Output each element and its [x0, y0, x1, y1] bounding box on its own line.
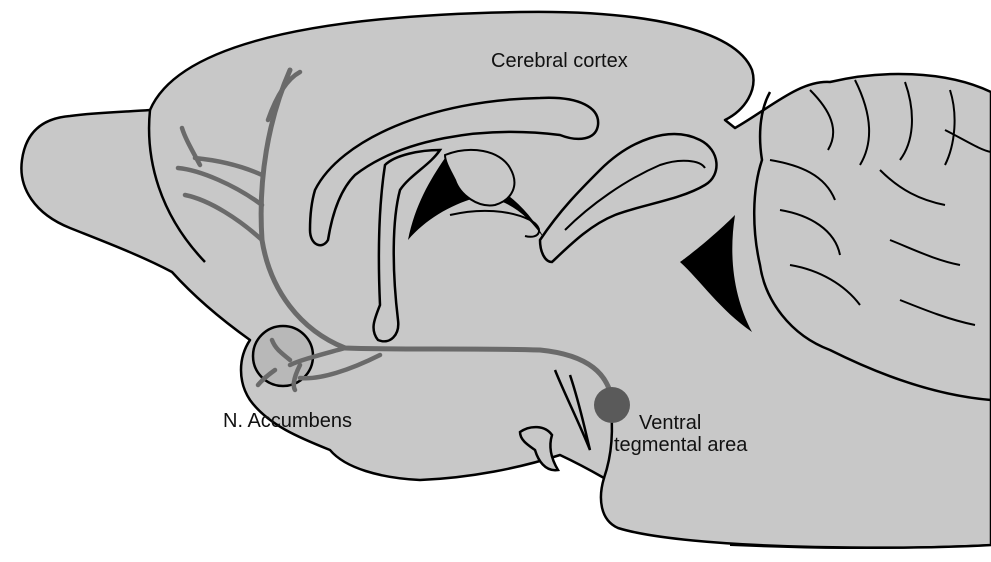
- nucleus-accumbens-label: N. Accumbens: [223, 410, 352, 432]
- cerebral-cortex-label: Cerebral cortex: [491, 50, 628, 72]
- vta-label-line1: Ventral: [614, 412, 747, 434]
- ventral-tegmental-area-label: Ventral tegmental area: [614, 412, 747, 456]
- vta-label-line2: tegmental area: [614, 434, 747, 456]
- brain-outline: [21, 12, 991, 548]
